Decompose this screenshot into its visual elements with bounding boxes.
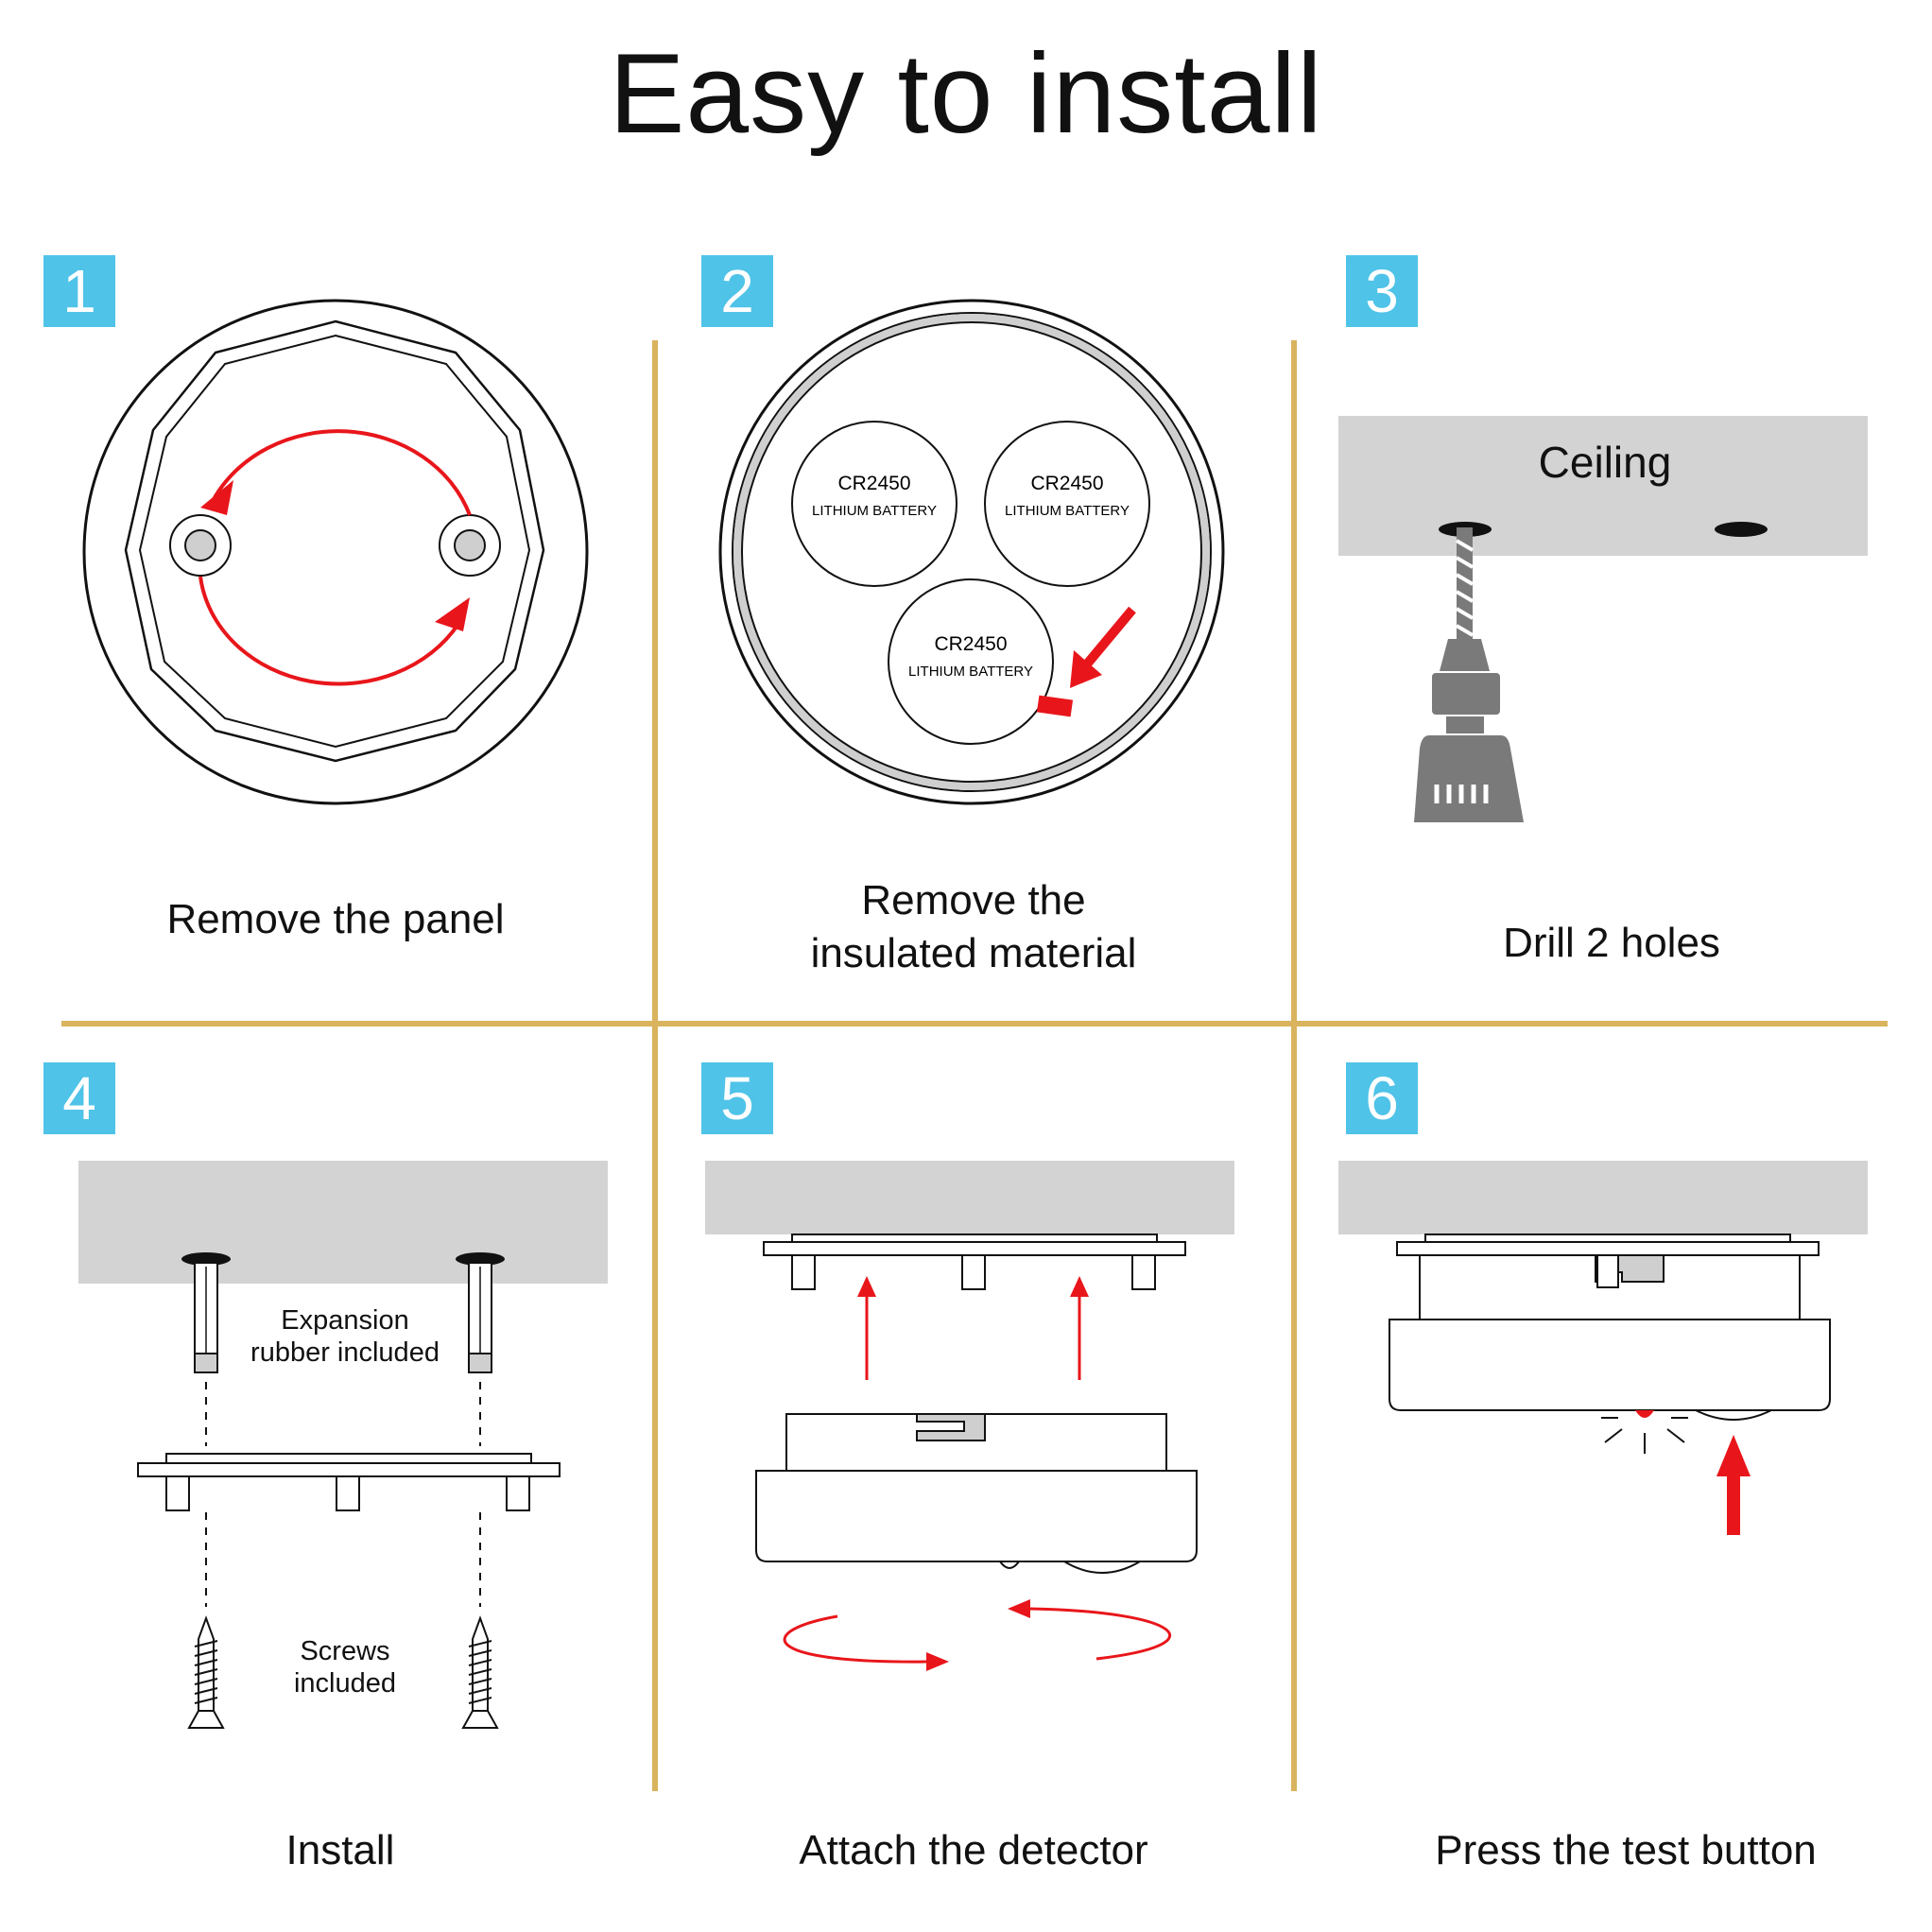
up-arrow-icon xyxy=(857,1276,876,1380)
page-title: Easy to install xyxy=(609,30,1323,157)
step-2-illustration: CR2450 LITHIUM BATTERY CR2450 LITHIUM BA… xyxy=(718,299,1225,805)
step-2-caption: Remove the insulated material xyxy=(810,877,1137,976)
detector-body xyxy=(1389,1319,1831,1421)
step-3-illustration: Ceiling xyxy=(1338,416,1868,822)
panel-outer-outline xyxy=(124,319,545,763)
battery-icon: CR2450 LITHIUM BATTERY xyxy=(984,421,1150,587)
divider-vertical-left xyxy=(652,340,658,1791)
rotate-arrows-icon xyxy=(783,1599,1172,1671)
step-3-badge: 3 xyxy=(1346,255,1418,327)
step-6-badge: 6 xyxy=(1346,1062,1418,1134)
battery-2-type: LITHIUM BATTERY xyxy=(1005,503,1130,519)
ceiling-panel xyxy=(78,1161,608,1284)
wall-plug-icon xyxy=(194,1262,218,1373)
divider-vertical-right xyxy=(1291,340,1297,1791)
drill-icon xyxy=(1414,527,1524,822)
battery-1-model: CR2450 xyxy=(837,473,910,494)
mounting-plate xyxy=(137,1453,561,1511)
battery-3-model: CR2450 xyxy=(934,633,1007,655)
battery-3-type: LITHIUM BATTERY xyxy=(908,664,1033,680)
step-2-badge: 2 xyxy=(701,255,773,327)
battery-icon: CR2450 LITHIUM BATTERY xyxy=(791,421,957,587)
battery-2-model: CR2450 xyxy=(1030,473,1103,494)
detector-body xyxy=(755,1413,1198,1574)
wall-plug-icon xyxy=(468,1262,492,1373)
battery-icon: CR2450 LITHIUM BATTERY xyxy=(888,578,1054,745)
step-5-caption: Attach the detector xyxy=(799,1827,1148,1873)
step-3-caption: Drill 2 holes xyxy=(1503,920,1720,966)
step-6-caption: Press the test button xyxy=(1435,1827,1817,1873)
screw-icon xyxy=(187,1615,225,1729)
step-5-illustration xyxy=(705,1161,1234,1671)
panel-inner-outline xyxy=(138,334,531,749)
ceiling-label: Ceiling xyxy=(1539,438,1672,487)
step-6-illustration xyxy=(1338,1161,1868,1535)
mounting-plate xyxy=(763,1233,1186,1290)
led-light-icon xyxy=(1601,1410,1688,1454)
insulation-tab xyxy=(1036,695,1074,717)
step-1-illustration xyxy=(82,299,589,805)
ceiling-panel xyxy=(1338,1161,1868,1234)
step-1-badge: 1 xyxy=(43,255,115,327)
step-4-badge: 4 xyxy=(43,1062,115,1134)
test-button xyxy=(1695,1409,1772,1421)
pointer-arrow-icon xyxy=(1070,606,1136,688)
step-1-caption: Remove the panel xyxy=(166,896,505,942)
rotate-arrows-icon xyxy=(198,429,472,686)
ceiling-panel xyxy=(705,1161,1234,1234)
up-arrow-icon xyxy=(1716,1435,1751,1535)
ceiling-panel xyxy=(1338,416,1868,556)
expansion-rubber-note: Expansion rubber included xyxy=(250,1305,440,1368)
drill-hole-right xyxy=(1715,522,1768,537)
step-4-illustration xyxy=(78,1161,608,1729)
step-4-caption: Install xyxy=(285,1827,395,1873)
battery-1-type: LITHIUM BATTERY xyxy=(812,503,937,519)
divider-horizontal xyxy=(61,1021,1888,1026)
screws-note: Screws included xyxy=(293,1636,397,1699)
step-5-badge: 5 xyxy=(701,1062,773,1134)
up-arrow-icon xyxy=(1070,1276,1089,1380)
screw-icon xyxy=(461,1615,499,1729)
